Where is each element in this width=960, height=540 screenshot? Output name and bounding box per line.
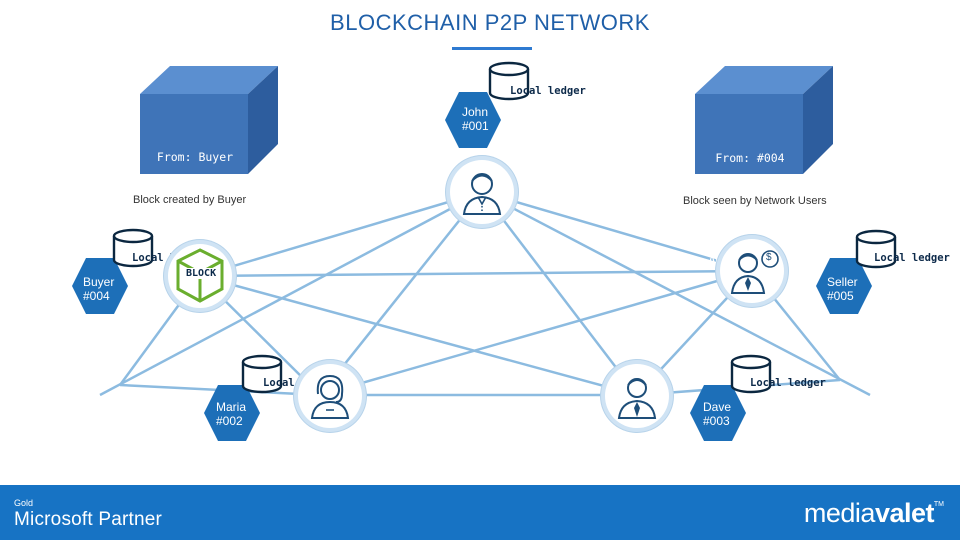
link-john-outer-right: [481, 190, 871, 397]
link-john-maria: [319, 191, 483, 396]
link-john-outer-left: [99, 190, 483, 397]
ms-partner-logo: Microsoft Partner: [14, 509, 163, 530]
seller-id: #005: [827, 289, 854, 303]
block-right-from: From: #004: [715, 151, 785, 165]
maria-label: Maria #002: [216, 400, 246, 428]
hex-maria: [204, 385, 260, 441]
link-john-dave: [481, 191, 638, 396]
node-buyer[interactable]: BLOCK: [168, 244, 232, 308]
database-icon-maria: [241, 354, 283, 394]
title-underline: [452, 47, 532, 50]
male-user-icon: [617, 378, 657, 419]
buyer-name: Buyer: [83, 275, 115, 289]
node-seller[interactable]: $: [720, 239, 784, 303]
ledger-label-dave: Local ledger: [750, 377, 826, 389]
maria-name: Maria: [216, 400, 247, 414]
link-buyer-seller: [199, 269, 753, 278]
block-left-to: To: Seller: [160, 201, 230, 215]
node-john[interactable]: [450, 160, 514, 224]
block-right-caption: Block seen by Network Users: [683, 195, 827, 207]
database-icon-dave: [730, 354, 772, 394]
database-icon-john: [488, 61, 530, 101]
block-cube-left: [140, 66, 278, 174]
node-maria[interactable]: [298, 364, 362, 428]
block-badge: BLOCK: [184, 268, 219, 279]
block-right-to: To: #005: [722, 202, 778, 216]
hex-john: [445, 92, 501, 148]
database-icon-seller: [855, 229, 897, 269]
footer-bar: Gold Microsoft Partner mediavalet TM: [0, 485, 960, 540]
mediavalet-logo: mediavalet: [803, 498, 935, 529]
maria-id: #002: [216, 414, 243, 428]
john-label: John #001: [462, 105, 489, 133]
hex-buyer: [72, 258, 128, 314]
dave-id: #003: [703, 414, 730, 428]
seller-name: Seller: [827, 275, 858, 289]
ledger-label-seller: Local ledger: [874, 252, 950, 264]
ms-gold-label: Gold: [14, 498, 34, 508]
link-buyer-dave: [199, 274, 638, 397]
buyer-id: #004: [83, 289, 110, 303]
node-dave[interactable]: [605, 364, 669, 428]
seller-label: Seller #005: [827, 275, 858, 303]
brand-part-a: media: [803, 498, 876, 528]
block-left-caption: Block created by Buyer: [133, 194, 247, 206]
dollar-bubble-icon: $: [766, 252, 772, 263]
database-icon-buyer: [112, 228, 154, 268]
trademark-mark: TM: [933, 501, 944, 508]
link-seller-maria: [319, 269, 753, 397]
female-user-icon: [310, 374, 350, 419]
dave-label: Dave #003: [703, 400, 731, 428]
page-title: BLOCKCHAIN P2P NETWORK: [330, 10, 650, 35]
john-id: #001: [462, 119, 489, 133]
link-john-buyer: [199, 190, 483, 278]
user-icon: [462, 173, 502, 215]
block-left-from: From: Buyer: [156, 150, 234, 164]
block-cube-right: [695, 66, 833, 174]
dave-name: Dave: [703, 400, 732, 414]
brand-part-b: valet: [874, 498, 935, 528]
john-name: John: [462, 105, 489, 119]
buyer-label: Buyer #004: [83, 275, 114, 303]
seller-user-icon: [730, 250, 779, 294]
link-john-seller: [481, 190, 753, 273]
ledger-label-john: Local ledger: [510, 85, 586, 97]
